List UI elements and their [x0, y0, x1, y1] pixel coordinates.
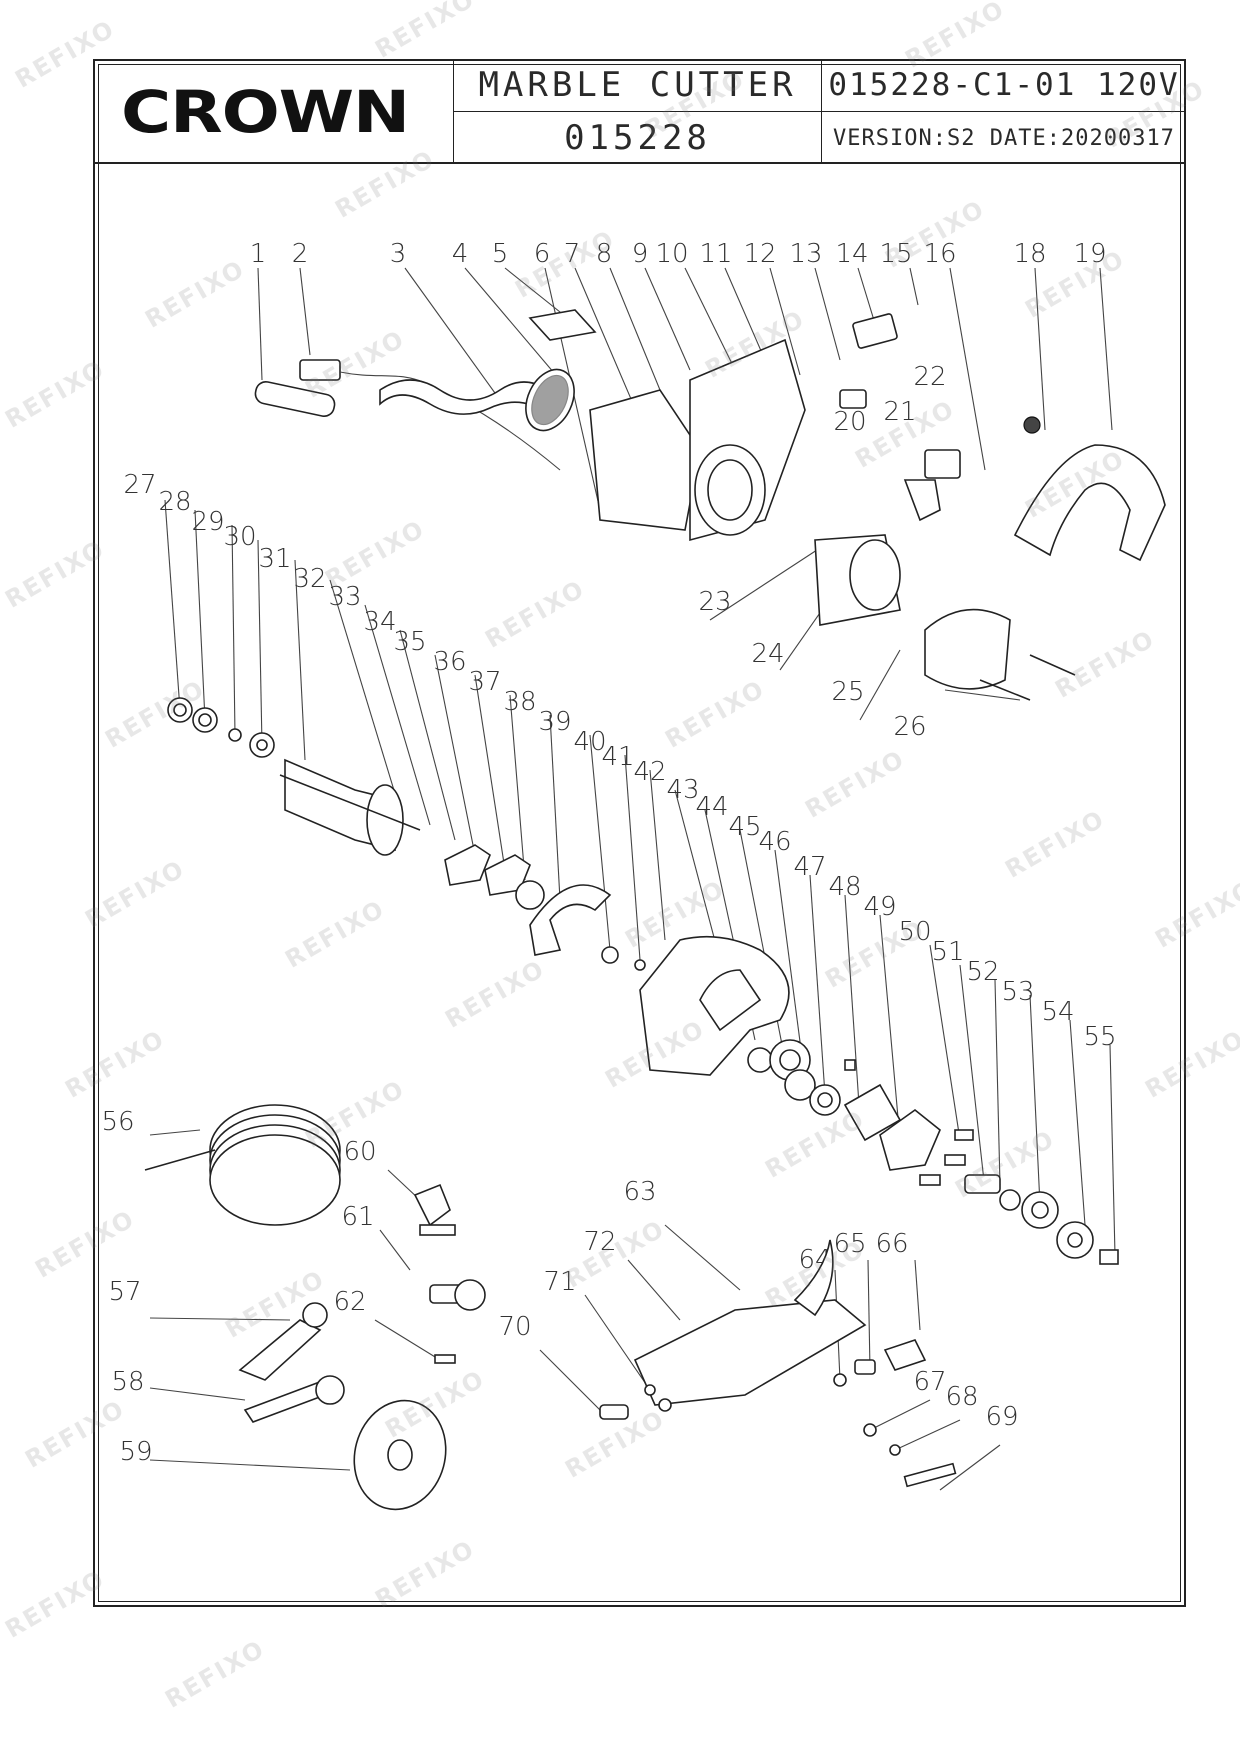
- part-number-18: 18: [1013, 239, 1046, 269]
- part-number-60: 60: [343, 1137, 376, 1167]
- part-number-69: 69: [985, 1402, 1018, 1432]
- part-number-14: 14: [835, 239, 868, 269]
- title-block: CROWN MARBLE CUTTER 015228 015228-C1-01 …: [93, 59, 1186, 164]
- part-number-25: 25: [831, 677, 864, 707]
- leader-lines: [149, 267, 1116, 1491]
- part-number-13: 13: [789, 239, 822, 269]
- part-number-43: 43: [666, 775, 699, 805]
- part-number-66: 66: [875, 1229, 908, 1259]
- part-number-52: 52: [966, 957, 999, 987]
- part-number-6: 6: [534, 239, 551, 269]
- part-number-42: 42: [633, 757, 666, 787]
- part-number-50: 50: [898, 917, 931, 947]
- part-number-39: 39: [538, 707, 571, 737]
- part-number-53: 53: [1001, 977, 1034, 1007]
- part-number-45: 45: [728, 812, 761, 842]
- part-number-46: 46: [758, 827, 791, 857]
- part-number-40: 40: [573, 727, 606, 757]
- part-number-58: 58: [111, 1367, 144, 1397]
- document-code: 015228-C1-01 120V: [821, 59, 1186, 111]
- part-number-9: 9: [632, 239, 649, 269]
- part-number-63: 63: [623, 1177, 656, 1207]
- part-number-35: 35: [393, 627, 426, 657]
- switch-and-handle-parts: [839, 313, 1166, 562]
- spindle-assembly: [747, 1039, 1119, 1265]
- part-number-72: 72: [583, 1227, 616, 1257]
- part-number-26: 26: [893, 712, 926, 742]
- part-number-30: 30: [223, 522, 256, 552]
- part-number-44: 44: [695, 792, 728, 822]
- part-number-61: 61: [341, 1202, 374, 1232]
- part-number-27: 27: [123, 470, 156, 500]
- part-number-56: 56: [101, 1107, 134, 1137]
- part-number-71: 71: [543, 1267, 576, 1297]
- part-number-54: 54: [1041, 997, 1074, 1027]
- water-hose: [144, 1104, 341, 1226]
- part-number-67: 67: [913, 1367, 946, 1397]
- part-number-37: 37: [468, 667, 501, 697]
- field-coil-and-brackets: [814, 534, 1076, 701]
- part-number-23: 23: [698, 587, 731, 617]
- blade-guard: [639, 935, 790, 1076]
- crown-logo: CROWN: [121, 78, 410, 146]
- part-number-62: 62: [333, 1287, 366, 1317]
- part-number-19: 19: [1073, 239, 1106, 269]
- part-number-49: 49: [863, 892, 896, 922]
- part-number-12: 12: [743, 239, 776, 269]
- base-plate-assembly: [599, 1239, 957, 1488]
- part-number-34: 34: [363, 607, 396, 637]
- part-number-41: 41: [601, 742, 634, 772]
- motor-housing: [589, 338, 806, 542]
- filter-screen: [525, 309, 597, 432]
- part-number-29: 29: [191, 507, 224, 537]
- part-number-68: 68: [945, 1382, 978, 1412]
- part-number-11: 11: [699, 239, 732, 269]
- part-number-48: 48: [828, 872, 861, 902]
- part-number-70: 70: [498, 1312, 531, 1342]
- accessories: [238, 1302, 447, 1511]
- part-number-32: 32: [293, 564, 326, 594]
- part-number-33: 33: [328, 582, 361, 612]
- part-number-59: 59: [119, 1437, 152, 1467]
- water-valve-parts: [413, 1183, 486, 1364]
- product-name: MARBLE CUTTER: [453, 59, 821, 111]
- part-number-5: 5: [492, 239, 509, 269]
- part-number-51: 51: [931, 937, 964, 967]
- part-number-15: 15: [879, 239, 912, 269]
- part-number-36: 36: [433, 647, 466, 677]
- part-number-3: 3: [390, 239, 407, 269]
- model-number: 015228: [453, 111, 821, 164]
- version-date: VERSION:S2 DATE:20200317: [821, 111, 1186, 164]
- part-number-21: 21: [883, 397, 916, 427]
- part-number-38: 38: [503, 687, 536, 717]
- part-number-16: 16: [923, 239, 956, 269]
- part-number-24: 24: [751, 639, 784, 669]
- part-number-28: 28: [158, 487, 191, 517]
- part-number-1: 1: [250, 239, 267, 269]
- drawing-frame: [93, 59, 1186, 1607]
- part-number-65: 65: [833, 1229, 866, 1259]
- part-number-57: 57: [108, 1277, 141, 1307]
- part-number-20: 20: [833, 407, 866, 437]
- part-number-2: 2: [292, 239, 309, 269]
- part-number-47: 47: [793, 852, 826, 882]
- part-number-31: 31: [258, 544, 291, 574]
- part-number-10: 10: [655, 239, 688, 269]
- gear-housing-parts: [444, 844, 646, 971]
- power-cord-assembly: [254, 359, 562, 471]
- part-number-55: 55: [1083, 1022, 1116, 1052]
- part-number-8: 8: [596, 239, 613, 269]
- part-number-4: 4: [452, 239, 469, 269]
- part-number-7: 7: [564, 239, 581, 269]
- part-number-22: 22: [913, 362, 946, 392]
- armature-and-bearings: [167, 697, 421, 856]
